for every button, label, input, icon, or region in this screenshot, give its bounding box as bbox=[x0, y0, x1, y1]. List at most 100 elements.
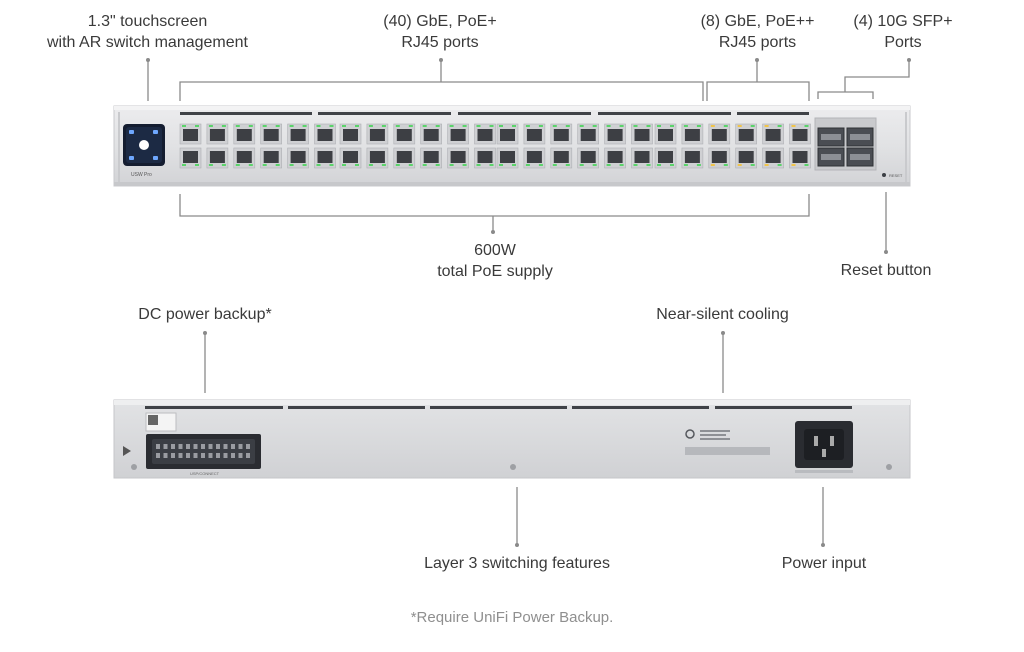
touchscreen-label: 1.3" touchscreen with AR switch manageme… bbox=[47, 13, 248, 51]
rj45-port[interactable] bbox=[708, 123, 731, 145]
rj45-port[interactable] bbox=[260, 147, 283, 169]
poe-supply-label: 600W total PoE supply bbox=[437, 242, 553, 280]
dc-pin bbox=[223, 453, 228, 458]
rj45-port[interactable] bbox=[708, 147, 731, 169]
reset-text: RESET bbox=[889, 173, 903, 178]
rj45-port[interactable] bbox=[789, 147, 811, 169]
rj45-port[interactable] bbox=[179, 123, 202, 145]
rj45-port[interactable] bbox=[314, 123, 336, 145]
dc-pin bbox=[216, 453, 220, 458]
rj45-port[interactable] bbox=[206, 147, 229, 169]
dc-pin bbox=[246, 444, 250, 449]
rear-callout-lines bbox=[204, 333, 824, 545]
sfp-port[interactable] bbox=[817, 147, 845, 167]
layer3-label: Layer 3 switching features bbox=[424, 555, 610, 572]
sfp-port[interactable] bbox=[846, 147, 874, 167]
gbe-poepp-label: (8) GbE, PoE++ RJ45 ports bbox=[700, 13, 815, 51]
gbe-poe-label: (40) GbE, PoE+ RJ45 ports bbox=[383, 13, 497, 51]
rj45-port[interactable] bbox=[233, 147, 256, 169]
rj45-port[interactable] bbox=[474, 147, 496, 169]
sfp-label: (4) 10G SFP+ Ports bbox=[853, 13, 953, 51]
rj45-port[interactable] bbox=[654, 147, 677, 169]
cooling-label: Near-silent cooling bbox=[656, 306, 789, 323]
dc-pin bbox=[178, 444, 183, 449]
rj45-port[interactable] bbox=[287, 147, 309, 169]
dc-pin bbox=[238, 453, 243, 458]
rj45-port[interactable] bbox=[735, 123, 758, 145]
rj45-port[interactable] bbox=[681, 147, 704, 169]
dc-pin bbox=[163, 444, 168, 449]
rj45-port[interactable] bbox=[393, 123, 416, 145]
sfp-port[interactable] bbox=[817, 127, 845, 147]
dc-pin bbox=[208, 453, 213, 458]
rj45-port[interactable] bbox=[789, 123, 811, 145]
dc-pin bbox=[231, 453, 235, 458]
dc-backup-connector: USP/CONNECT bbox=[123, 412, 261, 476]
rj45-port[interactable] bbox=[654, 123, 677, 145]
rj45-port[interactable] bbox=[577, 147, 600, 169]
dc-pin bbox=[246, 453, 250, 458]
rj45-port[interactable] bbox=[523, 123, 546, 145]
dc-pin bbox=[156, 453, 160, 458]
rear-callout-dots bbox=[203, 331, 825, 547]
rj45-port[interactable] bbox=[233, 123, 256, 145]
reset-button[interactable] bbox=[882, 173, 886, 177]
dc-pin bbox=[186, 444, 190, 449]
rj45-port[interactable] bbox=[523, 147, 546, 169]
power-input-label: Power input bbox=[781, 555, 867, 572]
sfp-port[interactable] bbox=[846, 127, 874, 147]
rj45-port[interactable] bbox=[420, 123, 443, 145]
rj45-port[interactable] bbox=[447, 123, 469, 145]
screws bbox=[131, 464, 892, 470]
rj45-port[interactable] bbox=[631, 123, 653, 145]
rj45-port-array bbox=[179, 123, 811, 169]
dc-pin bbox=[178, 453, 183, 458]
rj45-port[interactable] bbox=[420, 147, 443, 169]
rj45-port[interactable] bbox=[604, 123, 626, 145]
dc-pin bbox=[201, 444, 205, 449]
port-group-strips bbox=[180, 112, 809, 115]
rj45-port[interactable] bbox=[366, 147, 389, 169]
rj45-port[interactable] bbox=[550, 147, 573, 169]
rj45-port[interactable] bbox=[681, 123, 704, 145]
rj45-port[interactable] bbox=[447, 147, 469, 169]
switch-front-panel bbox=[113, 105, 911, 187]
rj45-port[interactable] bbox=[496, 147, 519, 169]
rj45-port[interactable] bbox=[393, 147, 416, 169]
dc-backup-label: DC power backup* bbox=[138, 306, 272, 323]
dc-pin bbox=[216, 444, 220, 449]
rj45-port[interactable] bbox=[287, 123, 309, 145]
touchscreen[interactable] bbox=[123, 124, 165, 166]
dc-pin bbox=[171, 453, 175, 458]
rj45-port[interactable] bbox=[496, 123, 519, 145]
rj45-port[interactable] bbox=[550, 123, 573, 145]
dc-pin bbox=[201, 453, 205, 458]
rj45-port[interactable] bbox=[366, 123, 389, 145]
rj45-port[interactable] bbox=[762, 147, 784, 169]
rj45-port[interactable] bbox=[604, 147, 626, 169]
sfp-port-array bbox=[817, 127, 874, 167]
rj45-port[interactable] bbox=[339, 147, 362, 169]
dc-pin bbox=[156, 444, 160, 449]
rj45-port[interactable] bbox=[314, 147, 336, 169]
reset-label: Reset button bbox=[840, 262, 932, 279]
front-callout-dots bbox=[146, 58, 911, 254]
rj45-port[interactable] bbox=[260, 123, 283, 145]
rj45-port[interactable] bbox=[762, 123, 784, 145]
dc-pin bbox=[208, 444, 213, 449]
dc-pin bbox=[238, 444, 243, 449]
front-callout-lines bbox=[147, 60, 910, 252]
dc-pin bbox=[186, 453, 190, 458]
rj45-port[interactable] bbox=[179, 147, 202, 169]
regulatory-marks bbox=[685, 429, 770, 455]
ac-power-inlet[interactable] bbox=[795, 421, 853, 473]
rj45-port[interactable] bbox=[577, 123, 600, 145]
rj45-port[interactable] bbox=[339, 123, 362, 145]
dc-pin bbox=[223, 444, 228, 449]
rj45-port[interactable] bbox=[206, 123, 229, 145]
dc-pin bbox=[231, 444, 235, 449]
rj45-port[interactable] bbox=[474, 123, 496, 145]
usp-label: USP/CONNECT bbox=[190, 471, 220, 476]
rj45-port[interactable] bbox=[631, 147, 653, 169]
rj45-port[interactable] bbox=[735, 147, 758, 169]
